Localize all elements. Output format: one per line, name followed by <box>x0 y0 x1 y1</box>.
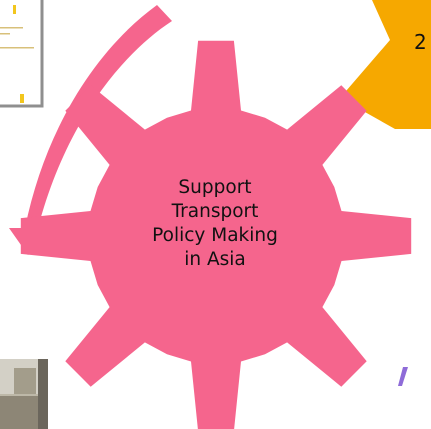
gear-label-line-1: Support <box>178 177 252 198</box>
document-accent-mark <box>13 5 16 14</box>
purple-shape <box>398 367 408 386</box>
gear-label: Support Transport Policy Making in Asia <box>150 176 280 272</box>
gear-label-line-3: Policy Making <box>152 225 278 246</box>
document-page-tab <box>20 94 24 103</box>
gear-label-line-4: in Asia <box>184 249 246 270</box>
document-thumbnail[interactable] <box>0 0 44 108</box>
orange-shape <box>340 0 431 129</box>
gear-label-line-2: Transport <box>171 201 259 222</box>
gear-shape <box>20 40 412 429</box>
photo-thumbnail[interactable] <box>0 359 48 429</box>
orange-shape-text: 2 <box>414 30 427 54</box>
